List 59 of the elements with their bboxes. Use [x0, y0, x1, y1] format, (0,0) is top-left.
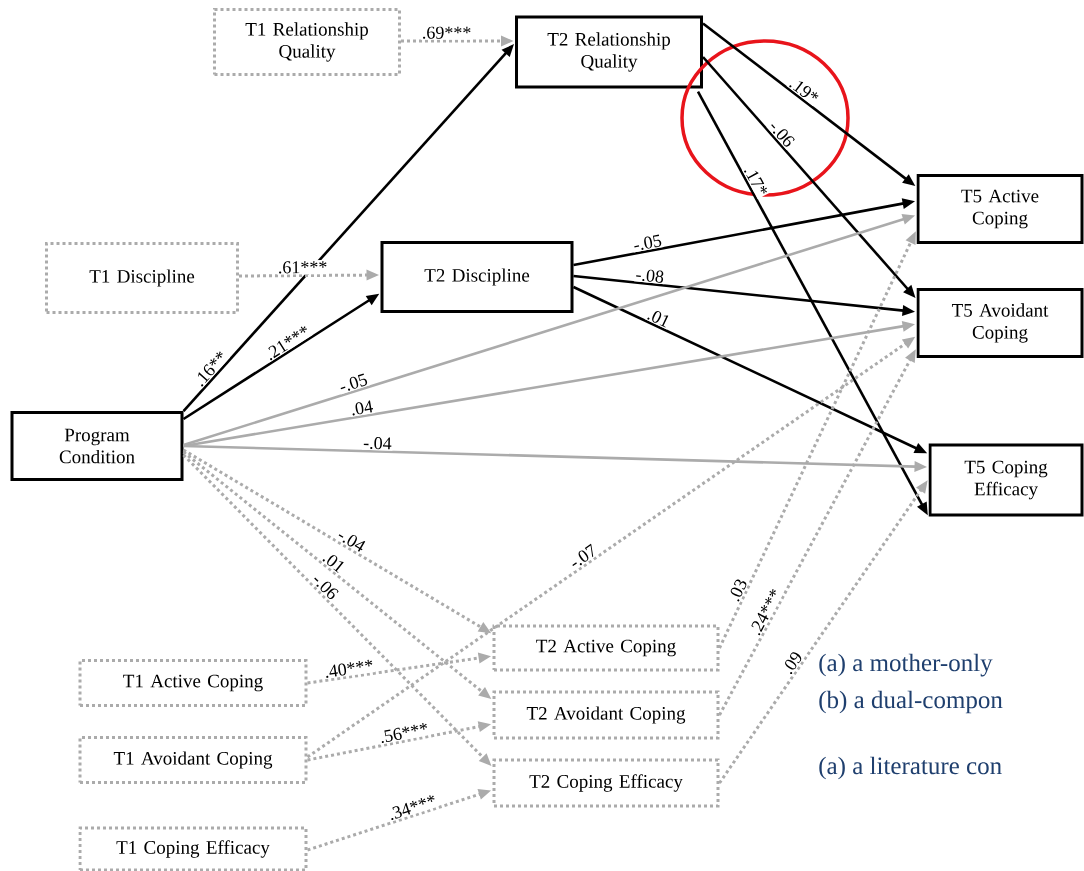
- variable-box: T5 Active Coping: [916, 174, 1084, 244]
- arrow: [183, 444, 927, 473]
- edge-label: .34***: [385, 792, 439, 822]
- arrow: [307, 789, 492, 852]
- arrow: [306, 336, 916, 759]
- arrow: [182, 450, 492, 700]
- arrow: [182, 44, 514, 412]
- arrow: [573, 274, 915, 316]
- edge-label: -.06: [766, 117, 798, 150]
- note-text: (b) a dual-compon: [819, 690, 1003, 714]
- edge-label: -.04: [334, 526, 369, 555]
- edge-label: .01: [644, 306, 673, 330]
- variable-box: T1 Discipline: [45, 242, 239, 314]
- arrow: [182, 293, 380, 421]
- edge-label: -.07: [566, 542, 600, 572]
- arrow: [718, 349, 916, 716]
- arrow: [183, 320, 916, 448]
- edge-label: .03: [725, 576, 750, 605]
- edge-label: .19*: [786, 74, 822, 107]
- arrow: [572, 285, 928, 454]
- arrow: [696, 90, 928, 516]
- arrow: [718, 480, 928, 784]
- edge-label: -.05: [631, 232, 664, 253]
- edge-label: -.05: [336, 371, 370, 395]
- variable-box: T2 Relationship Quality: [515, 15, 703, 89]
- note-text: (a) a literature con: [819, 756, 1002, 780]
- arrow: [183, 213, 916, 447]
- variable-box: T1 Relationship Quality: [213, 8, 401, 76]
- edge-label: .04: [348, 398, 375, 417]
- arrow: [182, 453, 492, 766]
- variable-box: T2 Coping Efficacy: [492, 758, 720, 808]
- variable-box: T5 Avoidant Coping: [916, 288, 1084, 358]
- variable-box: T2 Active Coping: [492, 624, 720, 672]
- arrow: [307, 652, 491, 685]
- variable-box: T1 Coping Efficacy: [78, 826, 308, 871]
- note-text: (a) a mother-only: [819, 653, 993, 677]
- edge-label: -.08: [633, 267, 666, 285]
- variable-box: Program Condition: [10, 411, 184, 481]
- edge-label: -.04: [362, 435, 393, 451]
- variable-box: T1 Active Coping: [78, 659, 308, 707]
- variable-box: T2 Discipline: [380, 241, 574, 313]
- variable-box: T5 Coping Efficacy: [928, 443, 1084, 517]
- variable-box: T1 Avoidant Coping: [78, 736, 308, 784]
- variable-box: T2 Avoidant Coping: [492, 690, 720, 740]
- arrow: [702, 22, 916, 187]
- arrow: [401, 35, 514, 47]
- edge-label: .01: [319, 548, 348, 576]
- arrow: [307, 721, 492, 762]
- arrow: [182, 448, 492, 634]
- arrow: [573, 198, 916, 267]
- edge-label: .09: [779, 648, 805, 677]
- arrow: [239, 269, 379, 281]
- edge-label: .40***: [322, 657, 376, 680]
- edge-label: .17*: [741, 162, 771, 200]
- edge-label: .56***: [377, 720, 431, 745]
- arrow: [718, 231, 916, 649]
- edge-label: .69***: [420, 25, 473, 40]
- edge-label: .61***: [276, 260, 329, 275]
- arrow: [702, 56, 916, 298]
